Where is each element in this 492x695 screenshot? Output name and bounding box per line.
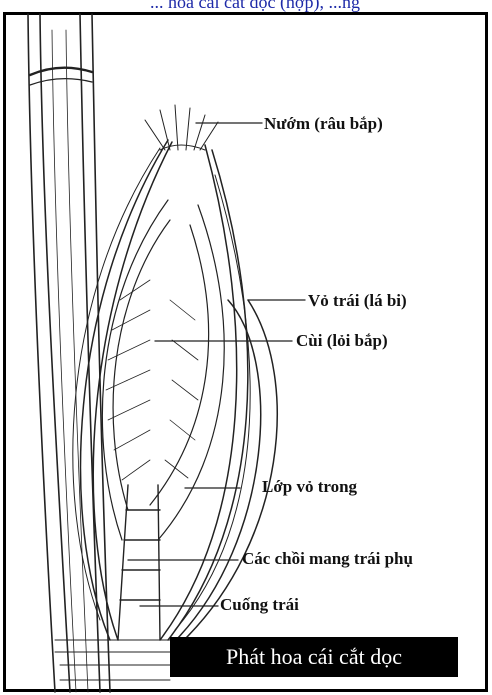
- shank: [118, 485, 160, 640]
- label-choi: Các chồi mang trái phụ: [242, 549, 413, 569]
- label-cui: Cùi (lỏi bắp): [296, 331, 388, 351]
- stalk: [28, 14, 110, 692]
- inner-husk: [102, 200, 224, 540]
- stalk-base: [55, 640, 175, 680]
- label-vo-trai: Vỏ trái (lá bi): [308, 291, 407, 311]
- caption-text: Phát hoa cái cắt dọc: [226, 644, 402, 670]
- silk-tuft: [145, 105, 218, 150]
- label-lop-vo-trong: Lớp vỏ trong: [262, 477, 357, 497]
- leader-lines: [128, 123, 305, 606]
- caption-box: Phát hoa cái cắt dọc: [170, 637, 458, 677]
- label-cuong: Cuống trái: [220, 595, 299, 615]
- label-nuom: Nướm (râu bắp): [264, 114, 383, 134]
